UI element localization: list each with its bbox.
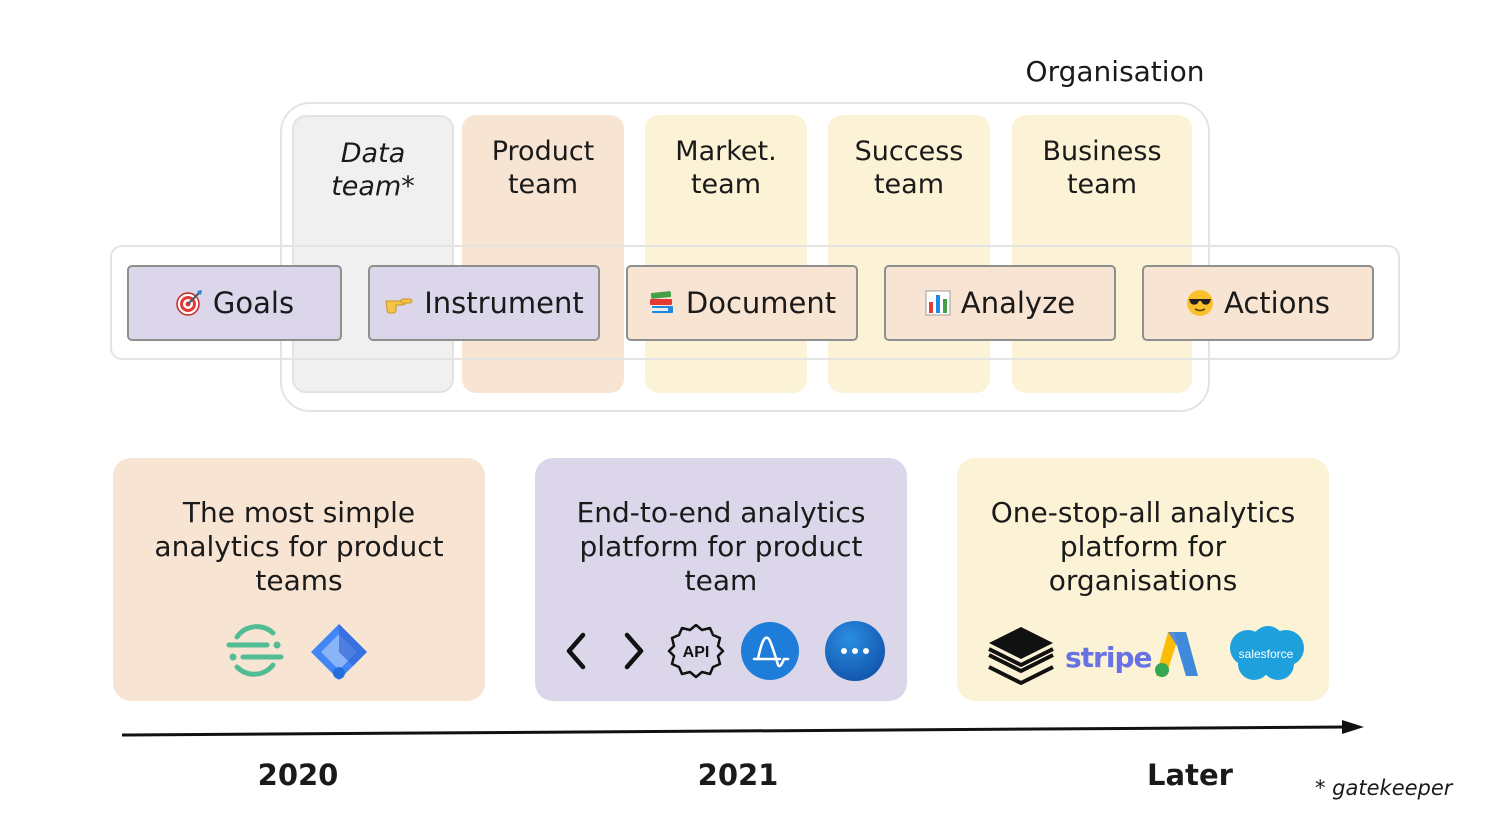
team-label-line1: Product [491,136,595,167]
pointing-hand-icon [384,291,414,315]
stripe-logo: stripe [1065,641,1152,674]
card-description: One-stop-all analytics platform for orga… [990,496,1296,597]
team-column-success: Success team [828,115,990,393]
segment-logo [226,624,284,677]
card-2021: End-to-end analytics platform for produc… [535,458,907,701]
step-label: Actions [1224,286,1330,320]
salesforce-logo: salesforce [1230,626,1304,680]
timeline-arrow [121,720,1364,737]
google-tag-manager-logo [311,624,367,680]
google-ads-logo [1155,632,1198,677]
team-label: Business team [1012,135,1192,201]
footnote: * gatekeeper [1315,776,1453,800]
team-label: Market. team [645,135,807,201]
step-label: Goals [212,286,295,320]
team-label-line1: Market. [675,136,777,167]
api-icon: API [667,623,725,679]
team-column-data: Data team* [292,115,454,393]
organisation-label: Organisation [1025,55,1205,88]
stages-band [110,245,1400,360]
step-label: Document [685,286,837,320]
team-label-line2: team [690,169,762,200]
timeline-year-later: Later [1147,758,1233,792]
step-instrument: Instrument [368,265,600,341]
team-label-line1: Data [340,138,406,169]
step-goals: Goals [127,265,342,341]
team-column-marketing: Market. team [645,115,807,393]
salesforce-wordmark: salesforce [1239,647,1294,661]
team-label: Data team* [294,137,452,203]
organisation-frame [280,102,1210,412]
step-actions: Actions [1142,265,1374,341]
step-analyze: Analyze [884,265,1116,341]
timeline-year-2021: 2021 [697,758,779,792]
sunglasses-face-icon [1186,289,1214,317]
layers-icon [988,627,1054,685]
card-later: One-stop-all analytics platform for orga… [957,458,1329,701]
svg-text:API: API [683,644,710,661]
code-brackets-icon [566,632,644,670]
step-label: Analyze [960,286,1076,320]
amplitude-logo [741,622,799,680]
card-description: End-to-end analytics platform for produc… [576,496,866,597]
timeline-year-2020: 2020 [257,758,339,792]
more-icon [825,621,885,681]
team-label-line2: team* [331,171,415,202]
team-label: Product team [462,135,624,201]
team-column-product: Product team [462,115,624,393]
books-icon [648,290,676,316]
team-column-business: Business team [1012,115,1192,393]
team-label-line2: team [507,169,579,200]
target-icon [175,289,203,317]
team-label: Success team [828,135,990,201]
team-label-line1: Success [854,136,964,167]
step-document: Document [626,265,858,341]
team-label-line2: team [873,169,945,200]
step-label: Instrument [424,286,584,320]
card-description: The most simple analytics for product te… [154,496,444,597]
bar-chart-icon [925,290,951,316]
team-label-line2: team [1066,169,1138,200]
card-2020: The most simple analytics for product te… [113,458,485,701]
team-label-line1: Business [1042,136,1162,167]
